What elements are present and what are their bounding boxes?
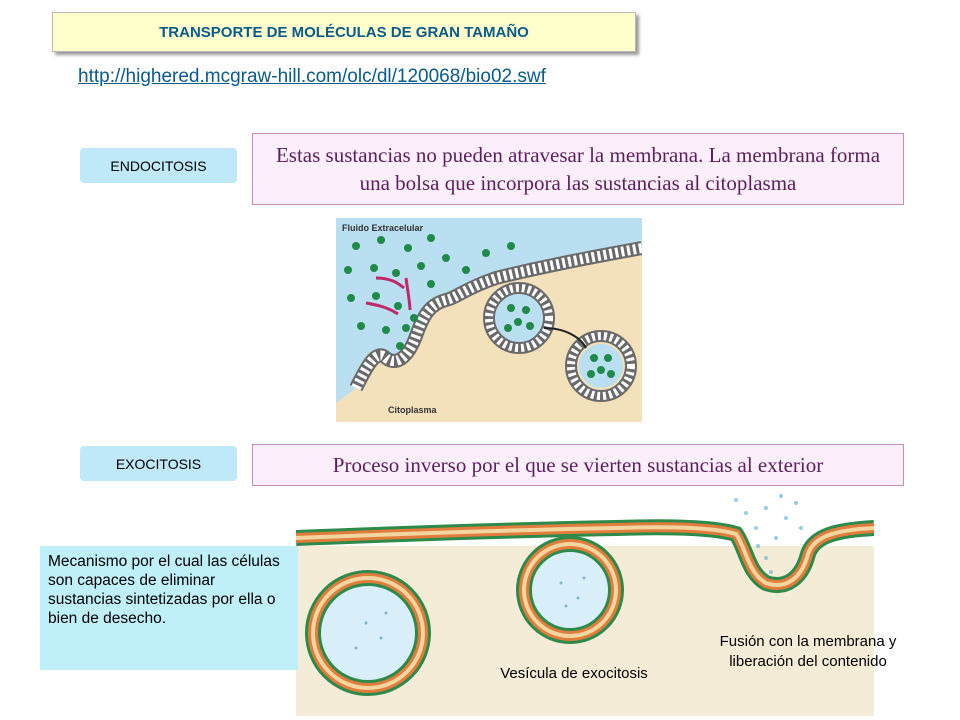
molecules [344,234,615,378]
endocitosis-label: ENDOCITOSIS [80,148,237,183]
uptake-arrows [365,276,412,316]
exocitosis-description-box: Proceso inverso por el que se vierten su… [252,444,904,486]
exocitosis-description: Proceso inverso por el que se vierten su… [332,452,824,477]
released-content [734,494,803,574]
exocytosis-diagram [296,488,874,716]
extracellular-area [336,218,642,403]
endocitosis-description-box: Estas sustancias no pueden atravesar la … [252,133,904,205]
exocitosis-label: EXOCITOSIS [80,446,237,481]
cytoplasm-label: Citoplasma [388,405,438,415]
extracellular-label: Fluido Extracelular [342,223,424,233]
arrow-icon [543,327,587,349]
fusion-caption: Fusión con la membrana y liberación del … [719,633,897,670]
endocitosis-description: Estas sustancias no pueden atravesar la … [275,143,881,195]
endocytosis-diagram: Fluido Extracelular Citoplasma [336,218,642,422]
mechanism-description: Mecanismo por el cual las células son ca… [40,546,298,670]
animation-link[interactable]: http://highered.mcgraw-hill.com/olc/dl/1… [78,66,546,87]
page-title: TRANSPORTE DE MOLÉCULAS DE GRAN TAMAÑO [52,12,636,52]
vesicle-caption: Vesícula de exocitosis [500,665,648,682]
page-title-text: TRANSPORTE DE MOLÉCULAS DE GRAN TAMAÑO [159,23,529,41]
